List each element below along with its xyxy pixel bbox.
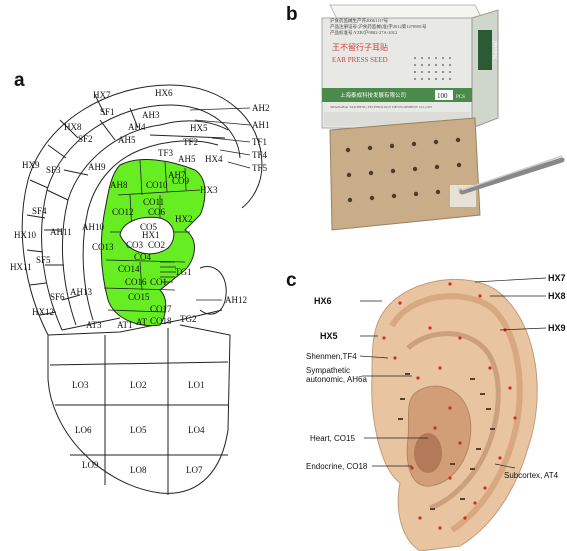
label-sf1: SF1 (100, 107, 115, 117)
label-tg1: TG1 (175, 267, 192, 277)
label-co4: CO4 (134, 252, 152, 262)
label-hx6-c: HX6 (314, 296, 332, 306)
label-ah4: AH4 (128, 122, 146, 132)
label-ah8: AH8 (110, 180, 128, 190)
label-co12: CO12 (112, 207, 134, 217)
label-co5: CO5 (140, 222, 158, 232)
label-lo1: LO1 (188, 380, 205, 390)
product-box (321, 17, 473, 129)
label-shenmen: Shenmen,TF4 (306, 352, 357, 361)
label-lo9: LO9 (82, 460, 99, 470)
label-tg2: TG2 (180, 314, 197, 324)
label-at1: AT1 (117, 320, 133, 330)
box-line-2: 产品注册证号:沪食药监械(准)字2012第1270981号 (330, 23, 427, 30)
label-at: AT (136, 317, 148, 327)
panel-b-letter: b (286, 4, 298, 25)
label-at3: AT3 (86, 320, 102, 330)
maker-en: SHANGHAI TAICHENG TECHNOLOGY DEVELOPMENT… (330, 105, 432, 110)
label-hx4: HX4 (205, 154, 223, 164)
label-endocrine: Endocrine, CO18 (306, 462, 368, 471)
ear-seed-product-photo: Natural 沪食药监械生产许20061117号 产品注册证号:沪食药监械(准… (300, 0, 567, 265)
box-line-1: 沪食药监械生产许20061117号 (330, 17, 389, 24)
panel-c-letter: c (286, 270, 297, 291)
label-co15: CO15 (128, 292, 150, 302)
label-sympathetic-1: Sympathetic (306, 366, 350, 375)
product-name-en: EAR PRESS SEED (332, 56, 388, 64)
label-ah3: AH3 (142, 110, 160, 120)
label-hx5-c: HX5 (320, 331, 338, 341)
label-co1: CO1 (150, 277, 167, 287)
label-hx8-c: HX8 (548, 291, 566, 301)
label-lo7: LO7 (186, 465, 203, 475)
label-lo2: LO2 (130, 380, 147, 390)
label-ah9: AH9 (88, 162, 106, 172)
label-lo8: LO8 (130, 465, 147, 475)
ear-model-photo: HX7 HX6 HX8 HX9 HX5 Shenmen,TF4 Sympathe… (300, 268, 567, 551)
label-sympathetic-2: autonomic, AH6a (306, 375, 367, 384)
label-co6: CO6 (148, 207, 166, 217)
label-lo5: LO5 (130, 425, 147, 435)
label-sf3: SF3 (46, 165, 61, 175)
label-hx10: HX10 (14, 230, 36, 240)
label-ah7: AH7 (168, 170, 186, 180)
label-ah13: AH13 (70, 287, 92, 297)
label-co3: CO3 (126, 240, 144, 250)
label-hx1: HX1 (142, 230, 160, 240)
label-tf4: TF4 (252, 150, 268, 160)
label-co14: CO14 (118, 264, 140, 274)
label-lo4: LO4 (188, 425, 205, 435)
panel-a-letter: a (14, 70, 25, 91)
brand-text: Natural (493, 41, 499, 59)
box-line-3: 产品标准号:YZB/沪0002-27A-2012 (330, 29, 397, 36)
label-hx8: HX8 (64, 122, 82, 132)
label-hx12: HX12 (32, 307, 54, 317)
label-ah2: AH2 (252, 103, 270, 113)
ear-map-diagram: HX7 HX6 SF1 AH2 AH3 AH1 HX8 AH4 HX5 TF1 … (10, 84, 270, 495)
tweezers (459, 157, 565, 195)
label-ah5b: AH5 (178, 154, 196, 164)
label-ah11: AH11 (50, 227, 72, 237)
label-ah1: AH1 (252, 120, 270, 130)
label-co17: CO17 (150, 304, 172, 314)
label-co11: CO11 (143, 197, 164, 207)
label-co18: CO18 (150, 316, 172, 326)
label-hx3: HX3 (200, 185, 218, 195)
label-ah10: AH10 (82, 222, 104, 232)
label-tf5: TF5 (252, 163, 268, 173)
label-co13: CO13 (92, 242, 114, 252)
label-lo6: LO6 (75, 425, 92, 435)
label-sf4: SF4 (32, 206, 47, 216)
label-lo3: LO3 (72, 380, 89, 390)
label-hx9: HX9 (22, 160, 40, 170)
label-co16: CO16 (125, 277, 147, 287)
label-ah12: AH12 (225, 295, 247, 305)
maker-cn: 上海泰成科技发展有限公司 (340, 91, 406, 99)
label-co2: CO2 (148, 240, 165, 250)
count-label: 100 (437, 92, 448, 100)
label-sf6: SF6 (50, 292, 65, 302)
label-hx6: HX6 (155, 88, 173, 98)
label-sf5: SF5 (36, 255, 51, 265)
unit-label: PCS (456, 95, 465, 100)
label-tf1: TF1 (252, 137, 267, 147)
adhesive-strip (329, 117, 481, 231)
label-ah5: AH5 (118, 135, 136, 145)
label-co10: CO10 (146, 180, 168, 190)
label-hx2: HX2 (175, 214, 193, 224)
label-tf2: TF2 (183, 137, 198, 147)
label-tf3: TF3 (158, 148, 174, 158)
label-hx5: HX5 (190, 123, 208, 133)
label-co9: CO9 (172, 176, 190, 186)
label-heart: Heart, CO15 (310, 434, 355, 443)
label-hx11: HX11 (10, 262, 32, 272)
label-hx9-c: HX9 (548, 323, 566, 333)
label-subcortex: Subcortex, AT4 (504, 471, 559, 480)
label-hx7: HX7 (93, 90, 111, 100)
product-name-cn: 王不留行子耳贴 (332, 42, 388, 52)
label-hx7-c: HX7 (548, 273, 566, 283)
label-sf2: SF2 (78, 134, 93, 144)
